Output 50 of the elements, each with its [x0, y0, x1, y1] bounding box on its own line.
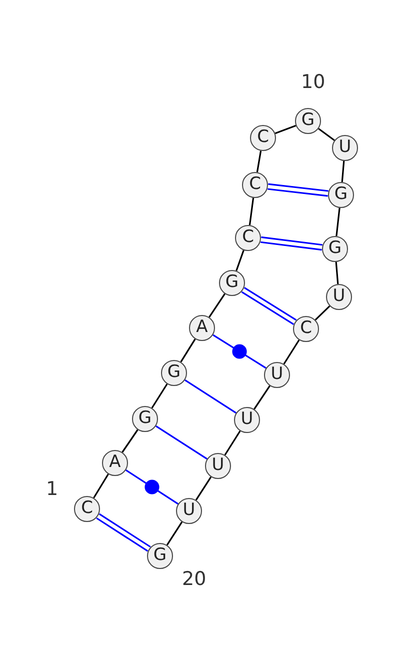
backbone-line — [180, 338, 196, 362]
nucleotide-circle: C — [250, 125, 276, 151]
base-pair-line — [240, 286, 298, 326]
backbone-line — [318, 128, 335, 141]
nucleotide-circle: A — [102, 450, 128, 476]
nucleotide-circle: G — [295, 108, 321, 134]
backbone-line — [248, 198, 254, 226]
backbone-line — [254, 385, 270, 410]
backbone-line — [166, 522, 183, 546]
nucleotide-circle: U — [234, 407, 260, 433]
base-pair-line — [96, 513, 152, 552]
nucleotide-circle: C — [235, 225, 261, 251]
base-pair-line — [212, 334, 267, 369]
nucleotide-circle: U — [326, 284, 352, 310]
backbone-line — [93, 474, 109, 498]
backbone-line — [341, 160, 345, 182]
backbone-line — [224, 430, 241, 456]
base-pair-line — [125, 469, 179, 505]
nucleotide-circle: C — [242, 172, 268, 198]
nucleotide-circle: C — [293, 316, 319, 342]
base-pair-line — [156, 425, 208, 460]
nucleotide-circle: G — [328, 182, 354, 208]
nucleotide-circle: G — [132, 406, 158, 432]
backbone-line — [236, 250, 244, 272]
nucleotide-circle: C — [74, 496, 100, 522]
backbone-line — [335, 262, 339, 284]
backbone-line — [195, 476, 212, 500]
position-number: 20 — [182, 568, 206, 590]
nucleotide-circle: G — [322, 236, 348, 262]
base-pair-line — [260, 236, 324, 251]
base-pair-line — [266, 183, 330, 197]
nucleotide-circle: G — [147, 543, 173, 569]
backbone-line — [151, 384, 168, 408]
nucleotide-circle: U — [176, 498, 202, 524]
backbone-line — [256, 150, 262, 172]
nucleotide-circle: A — [189, 315, 215, 341]
base-pair-line — [184, 379, 236, 414]
backbone-line — [283, 340, 300, 364]
nucleotide-circle: G — [161, 360, 187, 386]
backbone-line — [314, 305, 330, 321]
backbone-line — [274, 124, 296, 134]
nucleotide-circle: U — [205, 453, 231, 479]
backbone-line — [208, 293, 226, 318]
backbone-line — [336, 208, 340, 236]
nucleotide-circle: G — [219, 270, 245, 296]
backbone-line — [122, 429, 138, 453]
position-number: 1 — [46, 478, 58, 500]
position-number: 10 — [301, 71, 326, 93]
nucleotide-circle: U — [264, 362, 290, 388]
nucleotide-circle: U — [332, 135, 358, 161]
